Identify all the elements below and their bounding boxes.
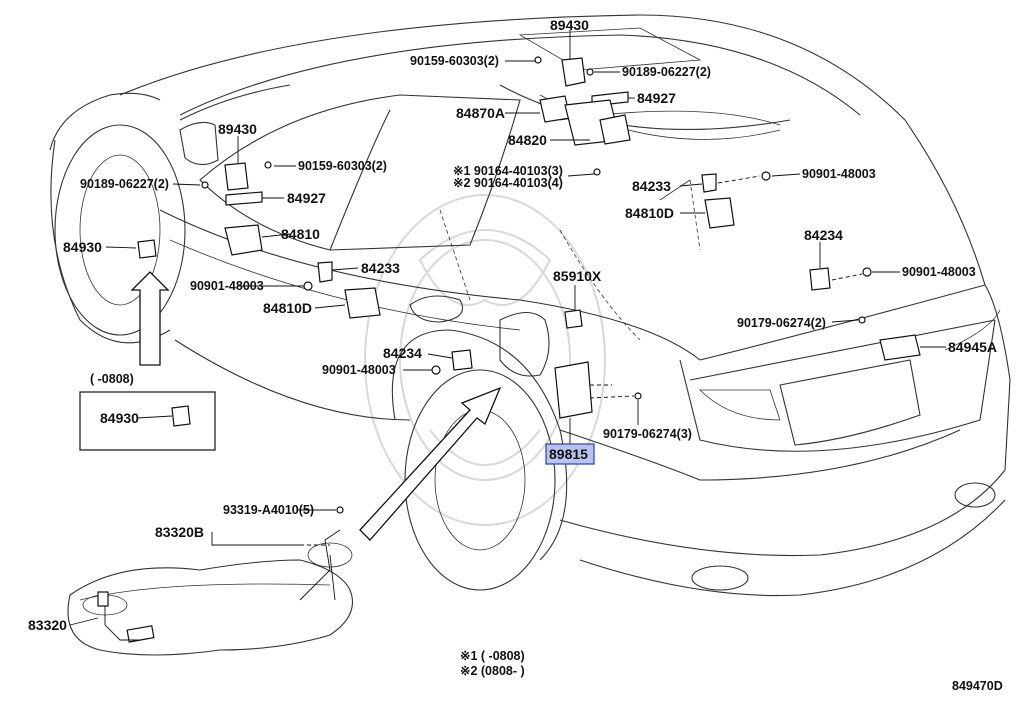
highlight-box-89815 [545, 443, 595, 465]
part-label-89430-top[interactable]: 89430 [550, 17, 589, 33]
part-label-90159-left[interactable]: 90159-60303(2) [298, 159, 387, 173]
part-label-84810d-left[interactable]: 84810D [263, 300, 312, 316]
leader-lines [69, 30, 946, 626]
part-label-84927-top[interactable]: 84927 [637, 90, 676, 106]
part-label-90164-note1[interactable]: ※1 90164-40103(3) [453, 164, 563, 178]
arrow-up-84930 [130, 271, 170, 366]
part-label-90901-center[interactable]: 90901-48003 [322, 363, 396, 377]
part-label-84234-center[interactable]: 84234 [383, 345, 422, 361]
part-label-90901-right2[interactable]: 90901-48003 [902, 265, 976, 279]
part-label-84233-left[interactable]: 84233 [361, 260, 400, 276]
figure-id: 849470D [952, 679, 1003, 693]
part-label-84945a[interactable]: 84945A [948, 339, 997, 355]
part-label-84930[interactable]: 84930 [63, 239, 102, 255]
part-label-90159-top[interactable]: 90159-60303(2) [410, 54, 499, 68]
footnotes: ※1 ( -0808) ※2 (0808- ) [460, 649, 525, 678]
part-label-90164-note2[interactable]: ※2 90164-40103(4) [453, 176, 563, 190]
part-label-85910x[interactable]: 85910X [553, 268, 602, 284]
part-label-90179-right[interactable]: 90179-06274(2) [737, 316, 826, 330]
part-label-84810d-right[interactable]: 84810D [625, 205, 674, 221]
part-label-84870a[interactable]: 84870A [456, 105, 505, 121]
part-label-83320b[interactable]: 83320B [155, 524, 204, 540]
part-label-84927-left[interactable]: 84927 [287, 190, 326, 206]
callout-arrows [130, 271, 502, 541]
part-label-83320[interactable]: 83320 [28, 617, 67, 633]
part-label-90179-center[interactable]: 90179-06274(3) [603, 427, 692, 441]
car-body-outline [49, 14, 1011, 597]
arrow-diagonal-tank [359, 386, 502, 541]
part-label-84810[interactable]: 84810 [281, 226, 320, 242]
part-label-93319[interactable]: 93319-A4010(5) [223, 503, 314, 517]
fuel-tank-assembly [67, 529, 354, 656]
part-label-89430-left[interactable]: 89430 [218, 121, 257, 137]
part-label-90901-left[interactable]: 90901-48003 [190, 279, 264, 293]
footnote-2: ※2 (0808- ) [460, 664, 525, 678]
part-label-84233-right[interactable]: 84233 [632, 178, 671, 194]
part-label-90189-top[interactable]: 90189-06227(2) [622, 65, 711, 79]
part-shapes [137, 56, 921, 514]
inset-box: ( -0808) 84930 [79, 372, 216, 451]
part-label-90189-left[interactable]: 90189-06227(2) [80, 177, 169, 191]
inset-part-number: 84930 [100, 410, 139, 426]
part-label-90901-right1[interactable]: 90901-48003 [802, 167, 876, 181]
part-labels: 89430 90159-60303(2) 90189-06227(2) 8492… [28, 17, 997, 633]
part-label-84820[interactable]: 84820 [508, 132, 547, 148]
part-label-89815[interactable]: 89815 [549, 446, 588, 462]
inset-range-label: ( -0808) [90, 372, 134, 386]
watermark-emblem [364, 194, 606, 526]
part-label-84234-right[interactable]: 84234 [804, 227, 843, 243]
footnote-1: ※1 ( -0808) [460, 649, 525, 663]
